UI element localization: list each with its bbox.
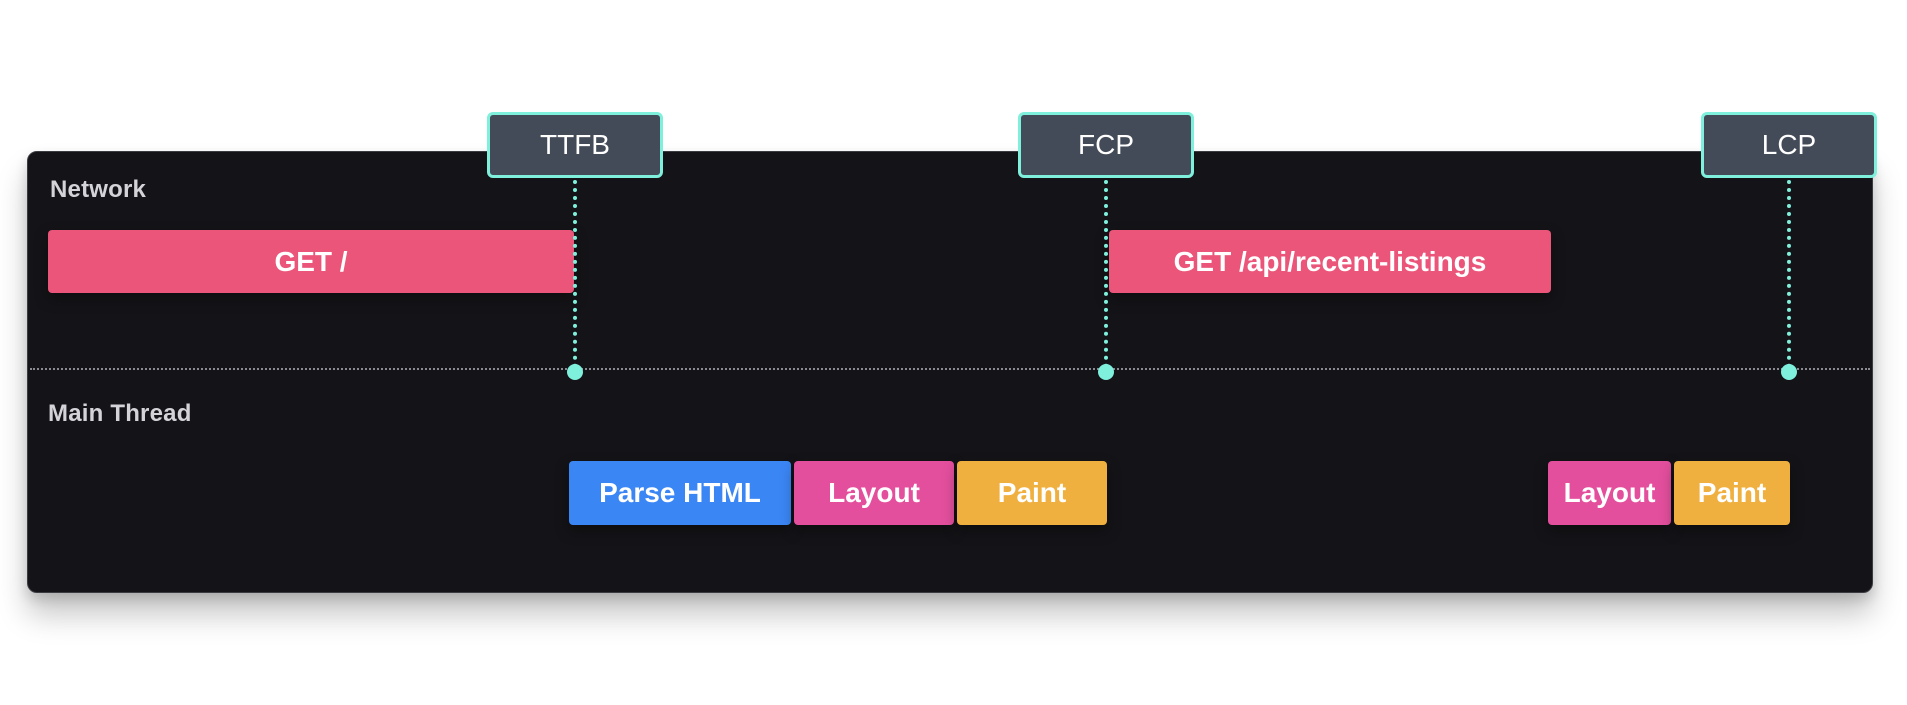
task-paint: Paint (1674, 461, 1790, 525)
network-section-label: Network (50, 176, 147, 203)
fcp-marker: FCP (1018, 112, 1194, 178)
ttfb-marker-dot (567, 364, 583, 380)
timeline-panel (27, 151, 1873, 593)
task-layout: Layout (1548, 461, 1671, 525)
ttfb-marker-line (573, 180, 577, 368)
lcp-marker: LCP (1701, 112, 1877, 178)
lcp-marker-dot (1781, 364, 1797, 380)
fcp-marker-dot (1098, 364, 1114, 380)
task-parse-html: Parse HTML (569, 461, 791, 525)
network-request-get-root: GET / (48, 230, 574, 293)
lane-divider (30, 368, 1870, 370)
main-thread-section-label: Main Thread (48, 400, 192, 427)
ttfb-marker: TTFB (487, 112, 663, 178)
network-request-get-recent-listings: GET /api/recent-listings (1109, 230, 1551, 293)
task-paint: Paint (957, 461, 1107, 525)
task-layout: Layout (794, 461, 954, 525)
lcp-marker-line (1787, 180, 1791, 368)
fcp-marker-line (1104, 180, 1108, 368)
